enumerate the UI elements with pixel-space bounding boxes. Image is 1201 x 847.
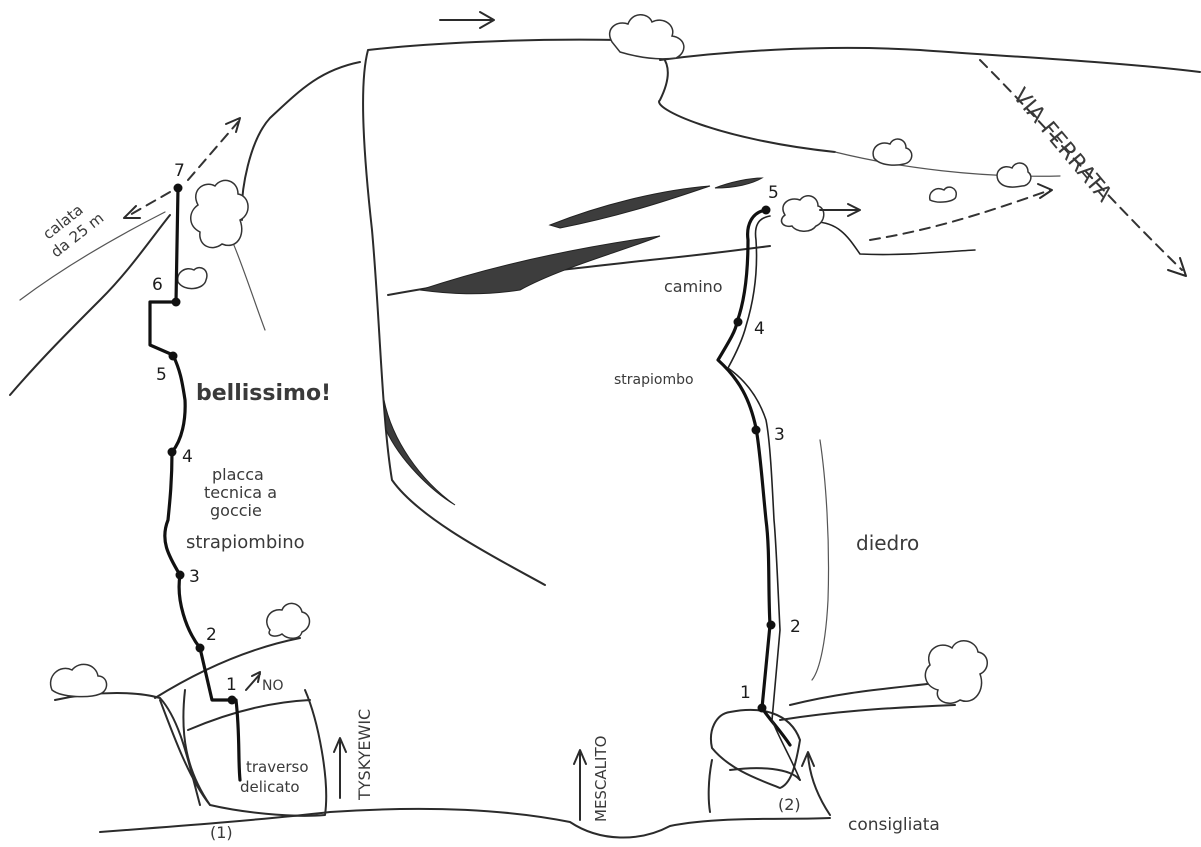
belay-dot bbox=[767, 621, 776, 630]
tower-left-slab bbox=[242, 62, 360, 220]
belay-dot bbox=[196, 644, 205, 653]
bush-icon bbox=[781, 196, 823, 232]
bush-icon bbox=[191, 180, 248, 247]
arrow-icon bbox=[440, 12, 494, 28]
belay-dot bbox=[168, 448, 177, 457]
bush-icon bbox=[930, 187, 957, 202]
dark-shadow-left bbox=[384, 400, 455, 505]
belay-dot bbox=[228, 696, 237, 705]
exit-arrow-start bbox=[820, 204, 860, 216]
traverso-label-2: delicato bbox=[240, 778, 300, 796]
belay-number: 3 bbox=[774, 425, 785, 445]
belay-dot bbox=[734, 318, 743, 327]
belay-number: 1 bbox=[740, 683, 751, 703]
exit-arrow-head bbox=[1038, 184, 1052, 198]
belay-number: 5 bbox=[768, 183, 779, 203]
tyskyewic-label: TYSKYEWIC bbox=[355, 709, 374, 801]
bush-icon bbox=[873, 139, 912, 165]
belay-dot bbox=[176, 571, 185, 580]
mescalito-label: MESCALITO bbox=[592, 736, 610, 822]
bush-icon bbox=[267, 603, 310, 638]
left-ridge bbox=[10, 215, 170, 395]
belay-number: 4 bbox=[754, 319, 765, 339]
bush-icon bbox=[610, 15, 684, 59]
consigliata-label: consigliata bbox=[848, 815, 940, 835]
route-2-label: (2) bbox=[778, 795, 801, 814]
dark-streak-lower bbox=[420, 236, 660, 294]
belay-number: 2 bbox=[790, 617, 801, 637]
tyskyewic-arrow-icon bbox=[334, 738, 346, 798]
right-dihedral bbox=[812, 440, 829, 680]
strapiombino-label: strapiombino bbox=[186, 532, 305, 553]
diedro-label: diedro bbox=[856, 531, 919, 555]
via-ferrata-label: VIA FERRATA bbox=[1007, 84, 1116, 207]
belay-number: 4 bbox=[182, 447, 193, 467]
descent-arrow-down-head bbox=[124, 206, 140, 218]
descent-arrow-up-icon bbox=[188, 122, 238, 180]
belay-dot bbox=[762, 206, 771, 215]
belay-dot bbox=[174, 184, 183, 193]
belay-number: 6 bbox=[152, 275, 163, 295]
bush-icon bbox=[51, 664, 107, 696]
bush-icon bbox=[925, 641, 987, 704]
top-skyline bbox=[660, 48, 1200, 72]
belay-number: 1 bbox=[226, 675, 237, 695]
belay-dot bbox=[752, 426, 761, 435]
placca-label-3: goccie bbox=[210, 501, 262, 520]
belay-number: 3 bbox=[189, 567, 200, 587]
belay-dot bbox=[169, 352, 178, 361]
placca-label-2: tecnica a bbox=[204, 483, 277, 502]
belay-number: 2 bbox=[206, 625, 217, 645]
dark-streak-small bbox=[715, 178, 762, 188]
mescalito-arrow-icon bbox=[574, 750, 586, 820]
route-1-label: (1) bbox=[210, 823, 233, 842]
placca-label: placca bbox=[212, 465, 264, 484]
belay-dot bbox=[172, 298, 181, 307]
camino-label: camino bbox=[664, 277, 723, 296]
exit-dashed-path bbox=[870, 190, 1050, 240]
dark-streak-upper bbox=[550, 186, 710, 228]
belay-dot bbox=[758, 704, 767, 713]
belay-number: 5 bbox=[156, 365, 167, 385]
bush-icon bbox=[997, 163, 1031, 187]
traverso-label: traverso bbox=[246, 758, 309, 776]
no-arrow-icon bbox=[246, 672, 260, 690]
right-base-block bbox=[711, 710, 800, 788]
descent-arrow-up-head bbox=[226, 118, 240, 132]
belay-number: 7 bbox=[174, 161, 185, 181]
consigliata-arrow-icon bbox=[802, 752, 830, 815]
bellissimo-label: bellissimo! bbox=[196, 381, 331, 406]
strapiombo-label: strapiombo bbox=[614, 372, 694, 388]
via-ferrata-arrow-head bbox=[1168, 258, 1186, 276]
no-label: NO bbox=[262, 678, 284, 694]
bush-icon bbox=[178, 268, 207, 289]
right-upper-path bbox=[815, 222, 975, 255]
